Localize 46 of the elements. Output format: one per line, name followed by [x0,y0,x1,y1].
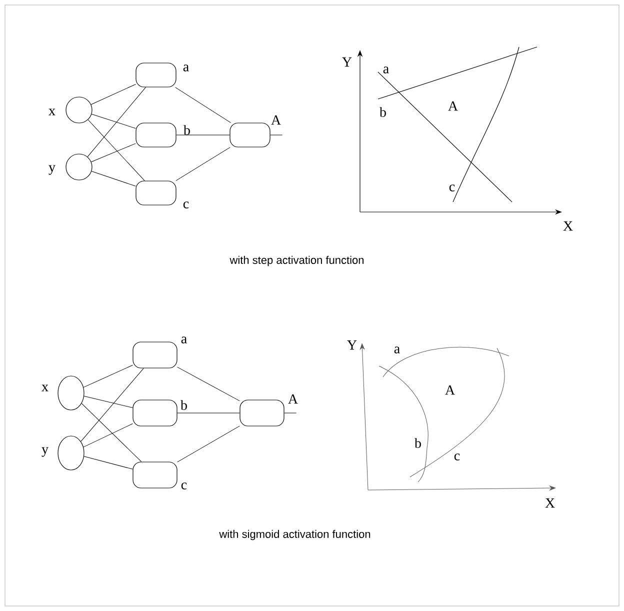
node-label: a [183,64,189,72]
node-label: b [180,400,187,410]
plot-label: b [380,107,386,117]
plot-label: A [445,385,455,395]
connector-line [177,366,240,402]
connector-line [175,87,231,123]
connector-line [84,456,133,470]
connector-line [176,147,230,181]
connector-line [84,396,133,408]
connector-line [177,426,240,462]
node-label: a [181,336,187,344]
plot-label: c [454,454,460,460]
node-label: x [42,384,48,392]
node-label: x [48,108,56,116]
node-label: y [42,447,48,457]
connector-line [270,134,283,136]
plot-label: X [563,221,573,231]
connector-line [284,412,297,414]
plot-label: a [383,66,389,74]
connector-line [81,403,142,462]
connector-line [91,171,136,186]
plot-label: Y [347,340,357,350]
connector-line [87,87,146,158]
node-label: b [184,125,190,135]
plot-label: b [414,438,421,448]
plot-label: A [448,101,458,111]
connector-line [91,143,136,162]
plot-label: X [545,498,555,508]
plot-label: c [449,184,455,192]
connector-line [80,368,144,442]
node-label: c [181,482,187,490]
node-label: c [183,202,189,208]
connector-line [88,120,145,181]
node-label: y [48,165,56,175]
node-label: A [271,115,281,125]
connector-line [176,134,230,136]
connector-line [91,114,136,129]
connector-line [90,84,136,105]
caption: with sigmoid activation function [219,530,370,540]
plot-label: Y [342,57,352,67]
connector-line [83,364,133,388]
connector-line [83,423,133,448]
plot-label: a [394,346,400,354]
node-label: A [288,394,298,404]
connector-line [177,412,240,414]
caption: with step activation function [230,256,364,266]
